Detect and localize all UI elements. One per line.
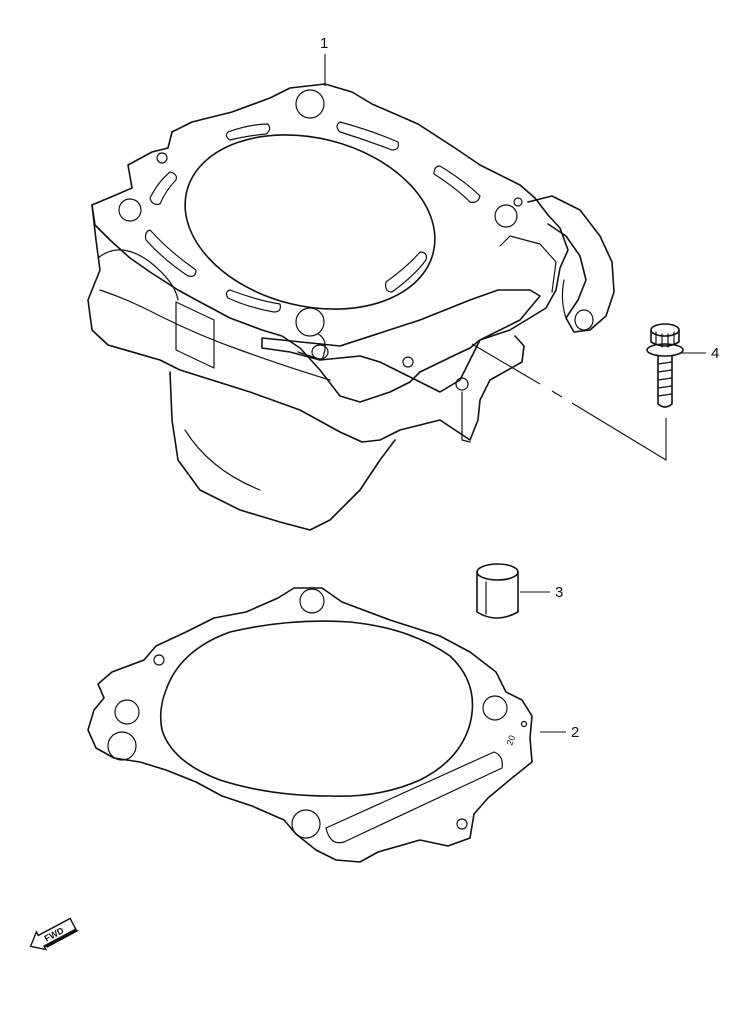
callout-2: 2 <box>571 724 579 741</box>
bolt-location-line-dash <box>551 390 563 398</box>
bolt-location-line <box>471 343 541 385</box>
bolt-location-line-lower <box>571 402 667 461</box>
callout-4: 4 <box>711 345 719 362</box>
callout-1: 1 <box>320 35 328 52</box>
cylinder-base-gasket: 20 <box>87 587 533 863</box>
dowel-pin <box>476 563 519 619</box>
gasket-marking: 20 <box>504 734 517 747</box>
callout-3: 3 <box>555 584 563 601</box>
cylinder-part <box>87 83 615 531</box>
flange-bolt <box>646 323 684 408</box>
fwd-arrow-icon: FWD <box>29 917 79 951</box>
leader-lines <box>324 54 706 733</box>
